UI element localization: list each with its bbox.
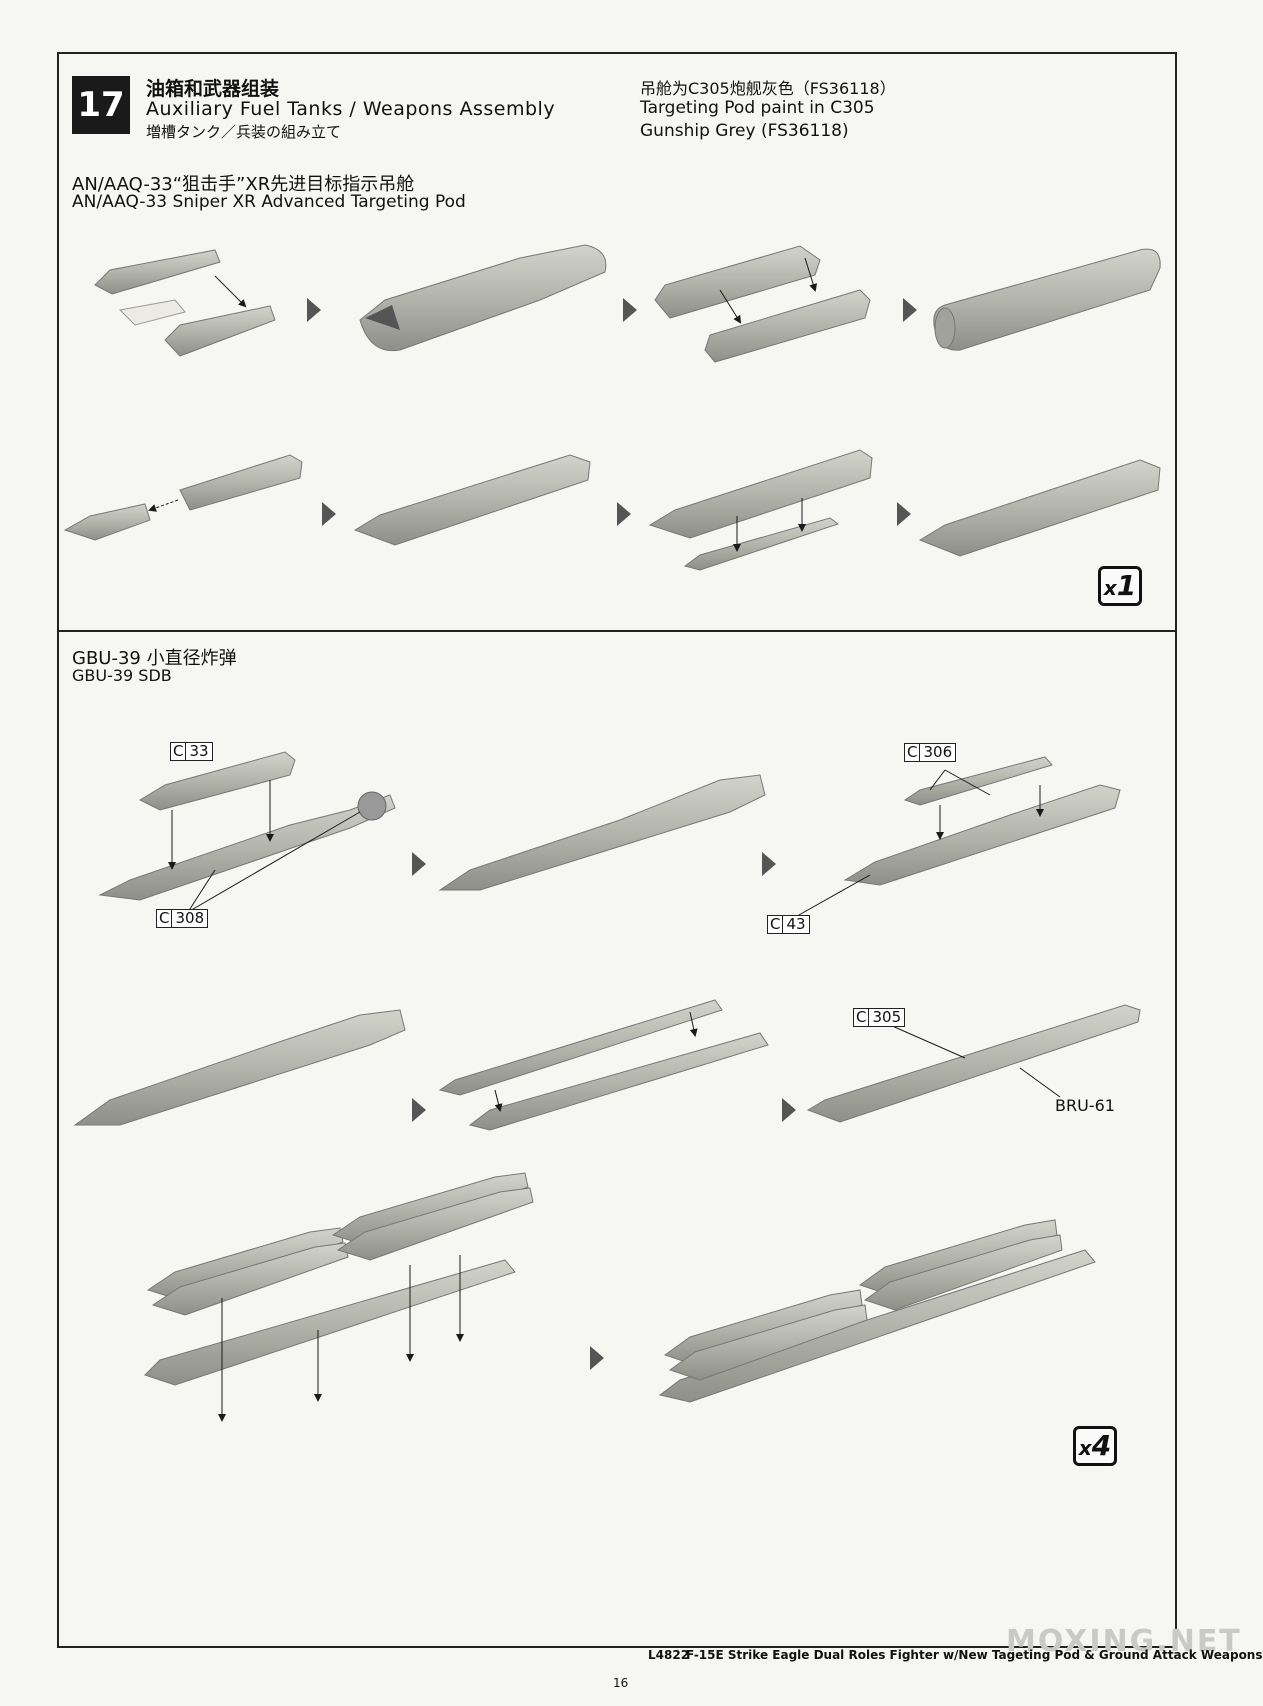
step-title-jp: 増槽タンク／兵装の組み立て	[146, 123, 342, 141]
arrow-icon	[903, 298, 917, 322]
arrow-icon	[412, 1098, 426, 1122]
sdb-step-7	[144, 1172, 534, 1422]
arrow-icon	[590, 1346, 604, 1370]
step-number: 17	[72, 76, 130, 134]
pod-step-7	[648, 449, 873, 571]
pod-step-5	[63, 454, 303, 541]
footer-description: F-15E Strike Eagle Dual Roles Fighter w/…	[686, 1648, 1263, 1662]
arrow-icon	[897, 502, 911, 526]
arrow-icon	[412, 852, 426, 876]
sdb-section-title-en: GBU-39 SDB	[72, 666, 172, 685]
step-title-cn: 油箱和武器组装	[146, 78, 280, 100]
footer-model-number: L4822	[648, 1648, 690, 1662]
sdb-step-1	[98, 751, 396, 913]
pod-step-1	[94, 249, 276, 357]
paint-note-cn: 吊舱为C305炮舰灰色（FS36118）	[640, 79, 896, 98]
pod-step-3	[654, 245, 871, 363]
paint-note-en-line2: Gunship Grey (FS36118)	[640, 121, 849, 141]
pod-step-6	[353, 454, 591, 546]
quantity-badge-x4: x4	[1073, 1426, 1117, 1466]
page-frame	[57, 52, 1177, 1648]
pod-section-title-cn: AN/AAQ-33“狙击手”XR先进目标指示吊舱	[72, 174, 415, 195]
sdb-step-6	[806, 1004, 1141, 1123]
arrow-icon	[762, 852, 776, 876]
arrow-icon	[322, 502, 336, 526]
section-divider	[57, 630, 1177, 632]
sdb-section-title-cn: GBU-39 小直径炸弹	[72, 648, 237, 669]
pod-section-title-en: AN/AAQ-33 Sniper XR Advanced Targeting P…	[72, 192, 466, 212]
sdb-step-4	[73, 1009, 406, 1126]
paint-note-en-line1: Targeting Pod paint in C305	[640, 98, 875, 118]
arrow-icon	[307, 298, 321, 322]
pod-step-2	[359, 244, 607, 352]
rack-label-bru61: BRU-61	[1055, 1096, 1115, 1115]
step-title-en: Auxiliary Fuel Tanks / Weapons Assembly	[146, 98, 556, 120]
arrow-icon	[623, 298, 637, 322]
pod-step-8	[918, 459, 1161, 557]
sdb-step-8	[658, 1219, 1096, 1403]
page-number: 16	[613, 1676, 629, 1690]
sdb-step-3	[789, 756, 1121, 921]
arrow-icon	[617, 502, 631, 526]
pod-step-4	[933, 248, 1161, 351]
sdb-step-5	[438, 999, 769, 1131]
watermark: MOXING.NET	[1006, 1624, 1242, 1659]
quantity-badge-x1: x1	[1098, 566, 1142, 606]
sdb-step-2	[438, 774, 766, 891]
arrow-icon	[782, 1098, 796, 1122]
